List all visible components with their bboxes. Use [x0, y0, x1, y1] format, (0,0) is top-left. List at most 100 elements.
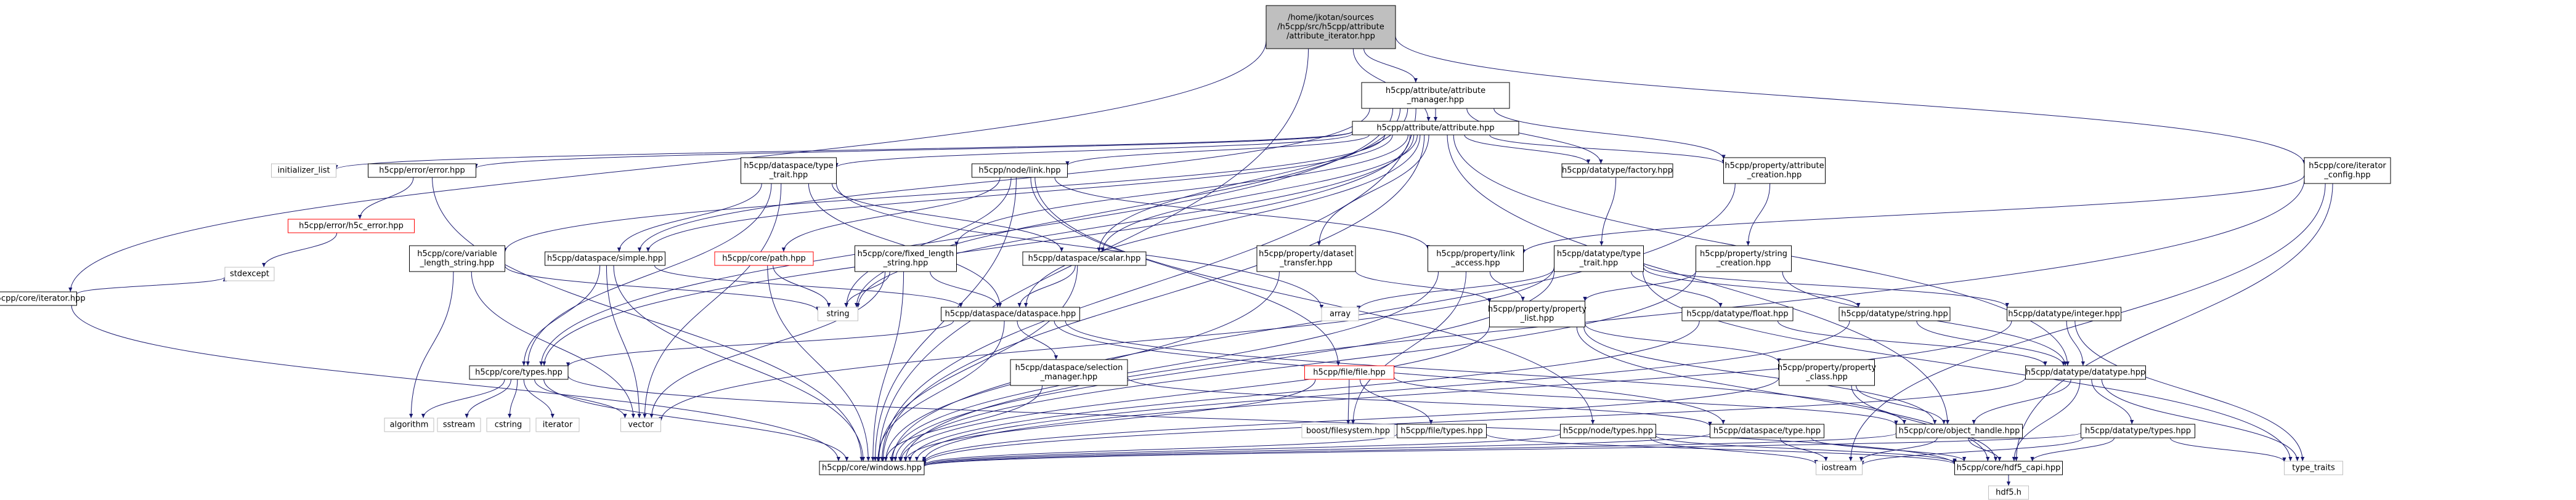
node-attr_creation[interactable]: h5cpp/property/attribute_creation.hpp — [1723, 157, 1826, 184]
node-label-dt_types-line-0: h5cpp/datatype/types.hpp — [2085, 427, 2191, 436]
node-dataspace[interactable]: h5cpp/dataspace/dataspace.hpp — [941, 307, 1080, 321]
node-fixed_string[interactable]: h5cpp/core/fixed_length_string.hpp — [855, 245, 957, 272]
node-string_creation[interactable]: h5cpp/property/string_creation.hpp — [1696, 245, 1792, 272]
node-path[interactable]: h5cpp/core/path.hpp — [714, 251, 814, 266]
edge-dt_integer-to-type_traits — [2074, 320, 2305, 462]
edge-dt_type_trait-to-dt_integer — [1643, 264, 2009, 308]
edge-selection_manager-to-ds_type — [1127, 377, 1712, 427]
edge-var_string-to-vector — [471, 271, 636, 419]
edge-property_class-to-hdf5_capi — [1851, 385, 1998, 462]
edge-node_link-to-file — [1030, 177, 1341, 366]
node-label-property_class-line-1: _class.hpp — [1805, 373, 1848, 382]
node-core_types[interactable]: h5cpp/core/types.hpp — [469, 365, 569, 380]
node-vector[interactable]: vector — [620, 417, 661, 432]
edge-attr_manager-to-windows — [880, 108, 1416, 462]
edge-attribute-to-dataset_transfer — [1317, 134, 1429, 246]
edge-core_types-to-hdf5_capi — [567, 376, 1957, 465]
edge-property_class-to-object_handle — [1856, 385, 1946, 425]
edge-datatype-to-windows — [922, 377, 2026, 464]
node-label-attr_manager-line-0: h5cpp/attribute/attribute — [1386, 86, 1485, 95]
node-label-h5c_error-line-0: h5cpp/error/h5c_error.hpp — [299, 222, 404, 231]
node-iostream[interactable]: iostream — [1816, 461, 1863, 475]
node-dt_float[interactable]: h5cpp/datatype/float.hpp — [1681, 307, 1794, 321]
node-box-simple — [545, 251, 665, 266]
edge-dt_float-to-windows — [908, 320, 1700, 462]
node-attr_manager[interactable]: h5cpp/attribute/attribute_manager.hpp — [1361, 82, 1510, 109]
node-root[interactable]: /home/jkotan/sources/h5cpp/src/h5cpp/att… — [1266, 5, 1396, 49]
edge-simple-to-vector — [606, 265, 641, 419]
node-iterator[interactable]: iterator — [535, 417, 580, 432]
edge-var_string-to-string — [505, 265, 820, 312]
node-node_link[interactable]: h5cpp/node/link.hpp — [972, 163, 1068, 178]
edge-dt_type_trait-to-dt_float — [1631, 271, 1723, 308]
node-h5c_error[interactable]: h5cpp/error/h5c_error.hpp — [288, 219, 415, 233]
edge-datatype-to-type_traits — [2101, 379, 2299, 462]
node-box-windows — [819, 461, 925, 475]
node-box-stdexcept — [224, 267, 275, 281]
node-property_class[interactable]: h5cpp/property/property_class.hpp — [1778, 359, 1877, 386]
node-box-property_list — [1489, 300, 1585, 328]
node-dt_types[interactable]: h5cpp/datatype/types.hpp — [2081, 424, 2195, 438]
node-label-dt_type_trait-line-1: _trait.hpp — [1579, 259, 1619, 268]
node-selection_manager[interactable]: h5cpp/dataspace/selection_manager.hpp — [1010, 359, 1128, 386]
node-file_types[interactable]: h5cpp/file/types.hpp — [1397, 424, 1487, 438]
node-ds_type_trait[interactable]: h5cpp/dataspace/type_trait.hpp — [741, 157, 837, 184]
edge-iter_config-to-windows — [903, 179, 2305, 462]
node-link_access[interactable]: h5cpp/property/link_access.hpp — [1428, 245, 1524, 272]
node-iter_config[interactable]: h5cpp/core/iterator_config.hpp — [2304, 157, 2391, 184]
node-array[interactable]: array — [1321, 307, 1359, 321]
node-hdf5h[interactable]: hdf5.h — [1988, 485, 2029, 500]
node-scalar[interactable]: h5cpp/dataspace/scalar.hpp — [1022, 251, 1147, 266]
edge-link_access-to-windows — [889, 271, 1439, 462]
node-label-string-line-0: string — [826, 310, 849, 319]
node-sstream[interactable]: sstream — [437, 417, 481, 432]
node-box-dt_types — [2081, 424, 2195, 438]
node-string[interactable]: string — [818, 307, 858, 321]
node-windows[interactable]: h5cpp/core/windows.hpp — [819, 461, 925, 475]
node-factory[interactable]: h5cpp/datatype/factory.hpp — [1561, 163, 1673, 178]
node-var_string[interactable]: h5cpp/core/variable_length_string.hpp — [409, 245, 505, 272]
node-ds_type[interactable]: h5cpp/dataspace/type.hpp — [1710, 424, 1824, 438]
node-label-var_string-line-1: _length_string.hpp — [420, 259, 495, 268]
node-label-link_access-line-1: _access.hpp — [1450, 259, 1500, 268]
node-label-array-line-0: array — [1330, 310, 1351, 319]
node-initializer_list[interactable]: initializer_list — [271, 163, 336, 178]
node-dt_string[interactable]: h5cpp/datatype/string.hpp — [1839, 307, 1951, 321]
edge-ds_type-to-iostream — [1779, 437, 1828, 462]
node-dataset_transfer[interactable]: h5cpp/property/dataset_transfer.hpp — [1256, 245, 1356, 272]
edge-simple-to-core_types — [522, 265, 601, 366]
node-box-initializer_list — [271, 163, 336, 178]
node-label-iterator-line-0: iterator — [543, 421, 573, 430]
node-type_traits[interactable]: type_traits — [2284, 461, 2343, 475]
node-stdexcept[interactable]: stdexcept — [224, 267, 275, 281]
edge-node_types-to-iostream — [1650, 437, 1818, 465]
node-simple[interactable]: h5cpp/dataspace/simple.hpp — [545, 251, 665, 266]
edge-attribute-to-error — [474, 131, 1353, 169]
node-dt_type_trait[interactable]: h5cpp/datatype/type_trait.hpp — [1554, 245, 1644, 272]
edge-attribute-to-simple — [646, 134, 1393, 252]
node-hdf5_capi[interactable]: h5cpp/core/hdf5_capi.hpp — [1954, 461, 2063, 475]
node-file[interactable]: h5cpp/file/file.hpp — [1304, 365, 1394, 380]
node-dt_integer[interactable]: h5cpp/datatype/integer.hpp — [2007, 307, 2121, 321]
node-cstring[interactable]: cstring — [486, 417, 530, 432]
node-label-root-line-1: /h5cpp/src/h5cpp/attribute — [1277, 23, 1384, 32]
node-label-dataset_transfer-line-1: _transfer.hpp — [1279, 259, 1333, 268]
node-attribute[interactable]: h5cpp/attribute/attribute.hpp — [1352, 121, 1519, 135]
edge-core_types-to-sstream — [465, 379, 511, 419]
node-node_types[interactable]: h5cpp/node/types.hpp — [1560, 424, 1656, 438]
node-boost_fs[interactable]: boost/filesystem.hpp — [1301, 424, 1395, 438]
node-core_iterator[interactable]: h5cpp/core/iterator.hpp — [0, 291, 86, 306]
edge-scalar-to-windows — [877, 265, 1078, 462]
edge-dt_types-to-hdf5_capi — [2030, 437, 2115, 462]
node-error[interactable]: h5cpp/error/error.hpp — [368, 163, 476, 178]
node-label-factory-line-0: h5cpp/datatype/factory.hpp — [1562, 166, 1673, 175]
node-box-iostream — [1816, 461, 1863, 475]
edge-object_handle-to-iostream — [1859, 437, 1938, 462]
node-object_handle[interactable]: h5cpp/core/object_handle.hpp — [1896, 424, 2023, 438]
node-label-file-line-0: h5cpp/file/file.hpp — [1313, 368, 1385, 377]
edge-file-to-windows — [903, 379, 1316, 462]
node-property_list[interactable]: h5cpp/property/property_list.hpp — [1488, 300, 1587, 328]
node-algorithm[interactable]: algorithm — [384, 417, 434, 432]
node-box-h5c_error — [288, 219, 415, 233]
node-datatype[interactable]: h5cpp/datatype/datatype.hpp — [2025, 365, 2146, 380]
